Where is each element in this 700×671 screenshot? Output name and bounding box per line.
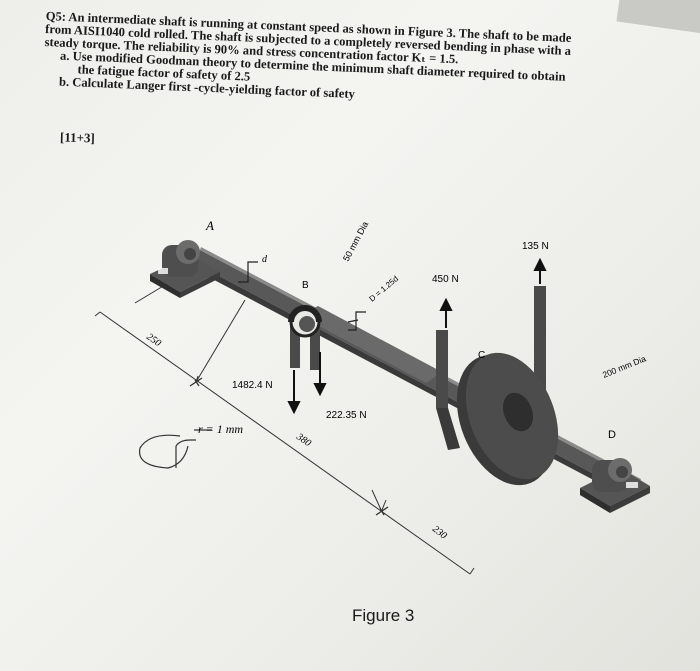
label-d-ratio: D = 1.25d [368, 274, 401, 303]
shoulder-callout [238, 261, 366, 331]
fillet-detail [138, 429, 212, 469]
label-dim-250: 250 [144, 331, 163, 349]
pulley-b [288, 305, 322, 370]
label-d-small: d [262, 254, 268, 265]
bearing-d [580, 458, 650, 513]
shaft [182, 247, 641, 495]
pulley-c [436, 286, 559, 486]
dimension-ticks [189, 377, 389, 516]
label-fillet-radius: r = 1 mm [198, 422, 243, 436]
label-shaft-dia: 50 mm Dia [341, 220, 370, 263]
bearing-a [150, 240, 220, 298]
label-force-1482: 1482.4 N [232, 380, 273, 391]
label-force-450: 450 N [432, 274, 459, 285]
label-dim-380: 380 [293, 431, 312, 449]
label-pulley-dia: 200 mm Dia [601, 353, 647, 380]
label-dim-230: 230 [430, 524, 449, 542]
label-force-135: 135 N [522, 241, 549, 252]
label-force-222: 222.35 N [326, 410, 367, 421]
label-b: B [302, 280, 309, 291]
label-a: A [205, 218, 214, 233]
label-d: D [608, 429, 616, 441]
figure-caption: Figure 3 [352, 606, 415, 625]
label-c: C [478, 350, 485, 361]
force-arrows [287, 257, 547, 415]
